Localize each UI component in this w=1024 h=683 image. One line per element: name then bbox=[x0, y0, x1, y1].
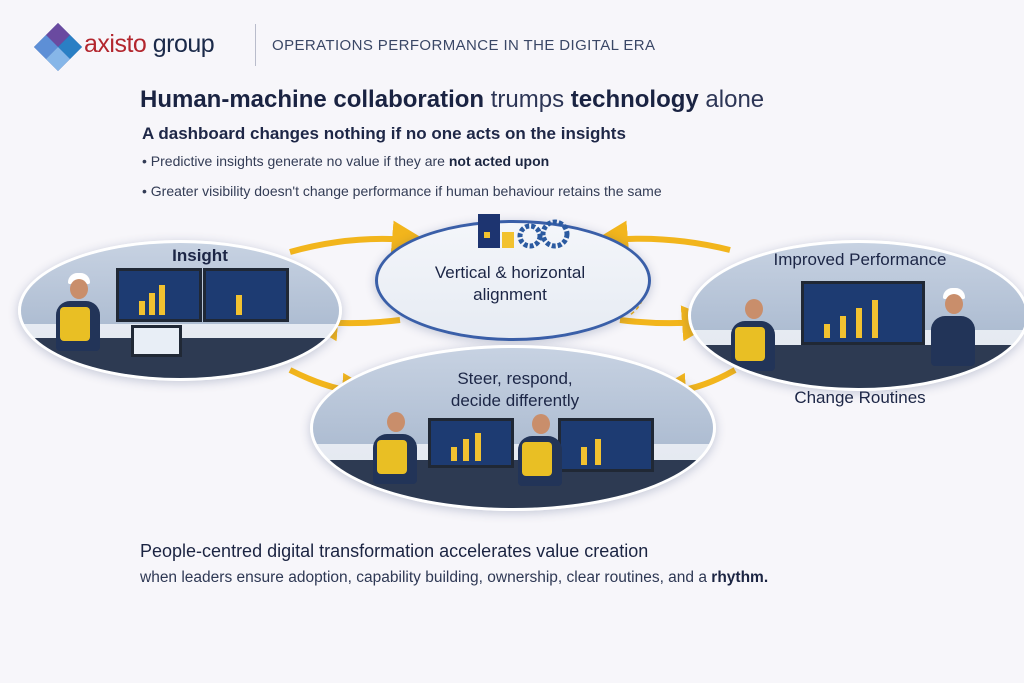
footer-bold: rhythm. bbox=[711, 569, 769, 586]
subtitle: A dashboard changes nothing if no one ac… bbox=[142, 124, 626, 143]
bullet-item: • Predictive insights generate no value … bbox=[142, 153, 549, 169]
logo-name: axisto bbox=[84, 30, 147, 58]
bullet-bold: not acted upon bbox=[448, 153, 550, 169]
title-part: Human-machine collaboration bbox=[140, 86, 485, 113]
title-part: trumps bbox=[484, 86, 571, 113]
logo-suffix: group bbox=[152, 30, 215, 58]
change-routines-label: Change Routines bbox=[794, 388, 926, 407]
improved-performance-scene bbox=[688, 240, 1024, 391]
steer-line: Steer, respond, bbox=[457, 369, 573, 388]
bullet-text: • Predictive insights generate no value … bbox=[142, 153, 449, 169]
footer-headline: People-centred digital transformation ac… bbox=[140, 541, 649, 561]
footer-line: when leaders ensure adoption, capability… bbox=[140, 569, 768, 587]
page-title: Human-machine collaboration trumps techn… bbox=[140, 86, 764, 114]
logo-wordmark: axisto group bbox=[84, 30, 215, 59]
steer-scene bbox=[310, 345, 716, 511]
title-part: technology bbox=[570, 86, 699, 113]
alignment-line: Vertical & horizontal bbox=[434, 263, 586, 282]
footer-text: when leaders ensure adoption, capability… bbox=[140, 569, 712, 586]
axisto-logo-icon bbox=[34, 23, 82, 71]
steer-label: Steer, respond, decide differently bbox=[400, 368, 630, 412]
header-divider bbox=[255, 24, 256, 66]
alignment-line: alignment bbox=[473, 285, 547, 304]
title-part: alone bbox=[698, 86, 765, 113]
bullet-text: • Greater visibility doesn't change perf… bbox=[142, 183, 662, 199]
insight-scene bbox=[18, 240, 342, 381]
tagline: OPERATIONS PERFORMANCE IN THE DIGITAL ER… bbox=[272, 37, 656, 54]
improved-performance-label: Improved Performance bbox=[773, 250, 947, 269]
alignment-label: Vertical & horizontal alignment bbox=[400, 262, 620, 306]
insight-label: Insight bbox=[172, 246, 228, 265]
dashboard-gears-icon bbox=[478, 214, 570, 249]
bullet-item: • Greater visibility doesn't change perf… bbox=[142, 183, 662, 199]
steer-line: decide differently bbox=[450, 391, 580, 410]
